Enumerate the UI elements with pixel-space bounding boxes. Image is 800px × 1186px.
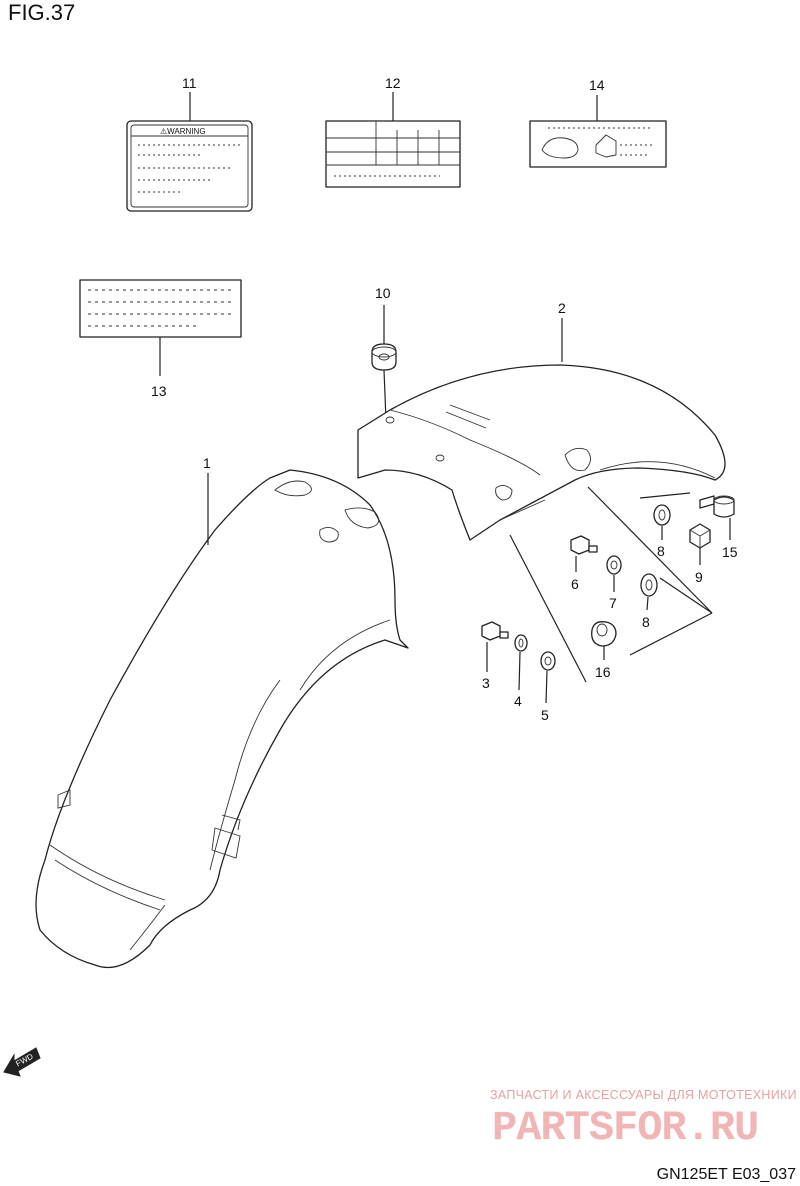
watermark-tagline: ЗАПЧАСТИ И АКСЕССУАРЫ ДЛЯ МОТОТЕХНИКИ [490,1088,797,1102]
warning-label-text: ⚠WARNING [160,127,206,136]
callout-13: 13 [151,383,167,399]
fig-title: FIG.37 [8,0,76,25]
callout-9: 9 [695,569,703,585]
callout-11: 11 [182,75,197,91]
callout-8a: 8 [657,543,665,559]
bolt-3-part [481,621,509,641]
bolt-6-part [570,535,598,555]
washer-7-part [606,555,622,575]
callout-5: 5 [541,707,549,723]
fwd-arrow-icon: FWD [3,1047,41,1077]
warning-label-part: ⚠WARNING [126,120,253,212]
callout-8b: 8 [642,614,650,630]
callout-3: 3 [482,675,490,691]
watermark-logo: PARTSFOR.RU [492,1104,759,1152]
callout-10: 10 [375,285,391,301]
tire-label-part [529,120,667,168]
bolt-15-part [699,495,735,518]
table-label-part [325,120,461,188]
callout-14: 14 [589,77,605,93]
washer-8-lower-part [640,573,658,597]
callout-7: 7 [609,595,617,611]
callout-15: 15 [722,544,738,560]
rear-fender-upper-part [357,364,726,541]
callout-1: 1 [203,455,211,471]
callout-4: 4 [514,693,522,709]
callout-12: 12 [385,75,401,91]
callout-16: 16 [595,664,611,680]
rear-fender-lower-part [35,469,409,969]
cushion-16-part [591,621,617,647]
diagram-code: GN125ET E03_037 [656,1166,796,1183]
washer-8-upper-part [653,504,671,526]
washer-4-part [514,634,528,652]
washer-5-part [540,651,556,671]
nut-9-part [689,523,711,549]
callout-6: 6 [571,576,579,592]
callout-2: 2 [558,300,566,316]
grommet-part [371,343,397,371]
plain-label-part [79,279,242,338]
